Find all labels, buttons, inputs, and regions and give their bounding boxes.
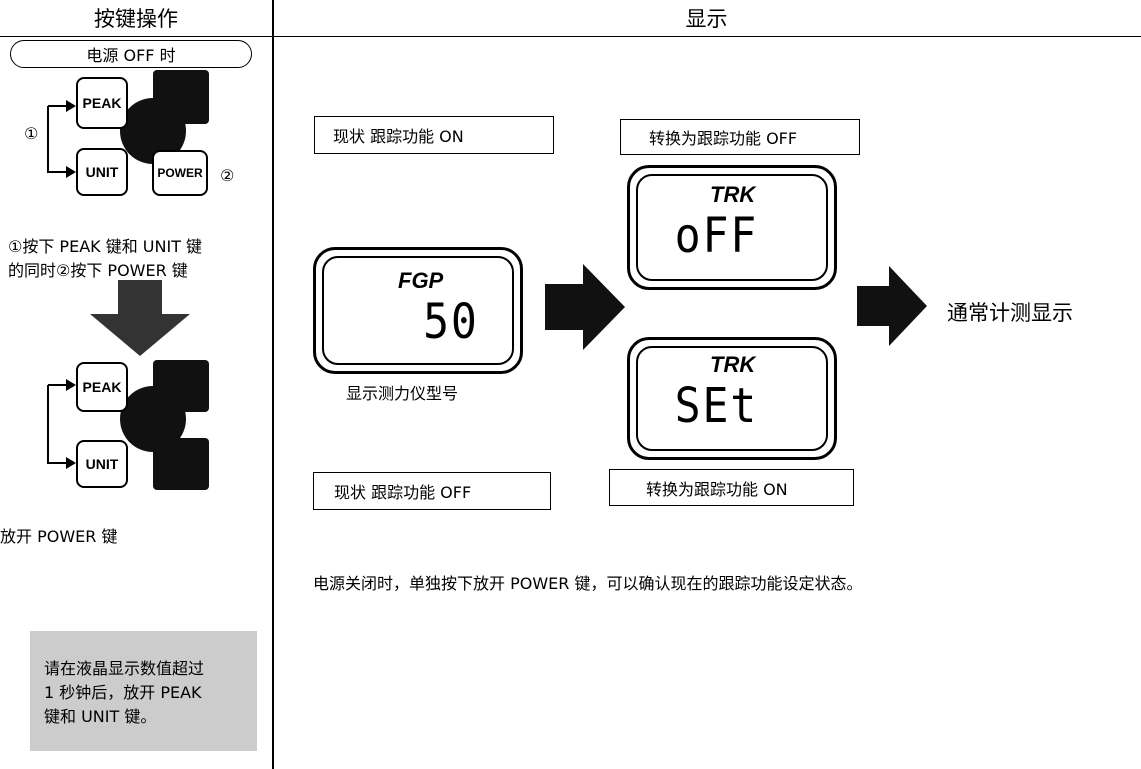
lcd-set-small: TRK bbox=[710, 352, 756, 377]
right-arrow-icon-1 bbox=[545, 264, 625, 350]
status-off-box: 现状 跟踪功能 OFF bbox=[313, 472, 551, 510]
header-left-title: 按键操作 bbox=[94, 7, 178, 31]
status-on-text: 现状 跟踪功能 ON bbox=[333, 127, 464, 146]
switch-on-text: 转换为跟踪功能 ON bbox=[646, 479, 788, 499]
center-disc-2 bbox=[120, 386, 186, 452]
lcd-trk-off: TRK oFF bbox=[627, 165, 837, 290]
switch-off-box: 转换为跟踪功能 OFF bbox=[620, 119, 860, 155]
header-display: 显示 bbox=[272, 0, 1141, 37]
power-off-label: 电源 OFF 时 bbox=[10, 40, 252, 68]
down-arrow-icon bbox=[90, 280, 190, 356]
lcd-model-big: 50 bbox=[423, 294, 479, 350]
switch-on-box: 转换为跟踪功能 ON bbox=[609, 469, 854, 506]
marker-2: ② bbox=[220, 166, 235, 185]
unit-key: UNIT bbox=[76, 148, 128, 196]
switch-off-text: 转换为跟踪功能 OFF bbox=[649, 129, 798, 148]
bracket-arrows-1 bbox=[47, 100, 76, 178]
instruction-line-2: 的同时②按下 POWER 键 bbox=[8, 261, 188, 280]
lcd-off-small: TRK bbox=[710, 182, 756, 207]
note-line-3: 键和 UNIT 键。 bbox=[44, 707, 157, 726]
header-keys-operation: 按键操作 bbox=[0, 0, 272, 37]
lcd-model: FGP 50 bbox=[313, 247, 523, 374]
power-key: POWER bbox=[152, 150, 208, 196]
status-on-box: 现状 跟踪功能 ON bbox=[314, 116, 554, 154]
peak-key-2: PEAK bbox=[76, 362, 128, 412]
status-off-text: 现状 跟踪功能 OFF bbox=[334, 483, 472, 502]
note-line-1: 请在液晶显示数值超过 bbox=[44, 659, 205, 678]
normal-display-text: 通常计测显示 bbox=[947, 301, 1073, 325]
marker-1: ① bbox=[24, 124, 39, 143]
lcd-set-big: SEt bbox=[674, 378, 759, 434]
lcd-trk-set: TRK SEt bbox=[627, 337, 837, 460]
bracket-arrows-2 bbox=[47, 379, 76, 469]
right-arrow-icon-2 bbox=[857, 266, 927, 346]
power-off-text: 电源 OFF 时 bbox=[86, 46, 176, 65]
column-divider bbox=[272, 0, 274, 769]
instruction-line-1: ①按下 PEAK 键和 UNIT 键 bbox=[8, 237, 203, 256]
model-caption: 显示测力仪型号 bbox=[346, 384, 459, 403]
note-line-2: 1 秒钟后，放开 PEAK bbox=[44, 683, 202, 702]
release-power-text: 放开 POWER 键 bbox=[0, 527, 118, 546]
peak-key: PEAK bbox=[76, 77, 128, 129]
lcd-off-big: oFF bbox=[674, 208, 759, 264]
header-right-title: 显示 bbox=[685, 7, 728, 31]
lcd-model-small: FGP bbox=[398, 268, 444, 293]
bottom-note-text: 电源关闭时，单独按下放开 POWER 键，可以确认现在的跟踪功能设定状态。 bbox=[313, 574, 863, 593]
note-box: 请在液晶显示数值超过 1 秒钟后，放开 PEAK 键和 UNIT 键。 bbox=[30, 631, 257, 751]
unit-key-2: UNIT bbox=[76, 440, 128, 488]
